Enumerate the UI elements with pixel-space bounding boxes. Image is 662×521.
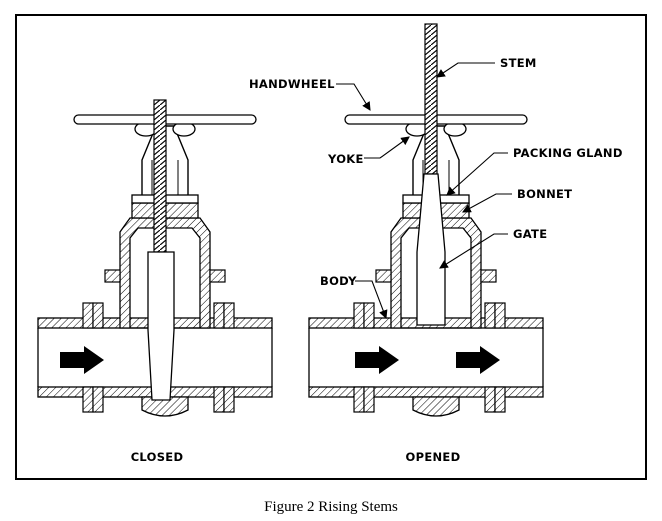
opened-valve <box>308 23 544 417</box>
handwheel-label: HANDWHEEL <box>249 77 335 91</box>
opened-flow-arrow-2 <box>456 346 500 374</box>
opened-flow-arrow-1 <box>355 346 399 374</box>
closed-flow-arrow <box>60 346 104 374</box>
yoke-label: YOKE <box>327 152 364 166</box>
bonnet-leader <box>462 193 512 213</box>
packing-gland-leader <box>446 152 508 196</box>
figure-frame <box>15 14 647 480</box>
closed-state-label: CLOSED <box>131 450 184 464</box>
gate-leader <box>439 233 508 269</box>
closed-valve <box>37 99 273 417</box>
opened-state-label: OPENED <box>406 450 461 464</box>
stem-leader <box>436 62 495 78</box>
leader-lines <box>336 62 512 320</box>
figure-caption: Figure 2 Rising Stems <box>264 499 398 515</box>
bonnet-label: BONNET <box>517 187 572 201</box>
closed-gate <box>147 251 175 401</box>
handwheel-leader <box>336 83 371 111</box>
packing-gland-label: PACKING GLAND <box>513 146 623 160</box>
body-leader <box>355 280 388 320</box>
opened-gate <box>416 173 446 326</box>
opened-stem <box>424 23 438 175</box>
gate-label: GATE <box>513 227 547 241</box>
body-label: BODY <box>320 274 357 288</box>
stem-label: STEM <box>500 56 537 70</box>
yoke-leader <box>364 136 410 159</box>
closed-stem <box>153 99 167 253</box>
